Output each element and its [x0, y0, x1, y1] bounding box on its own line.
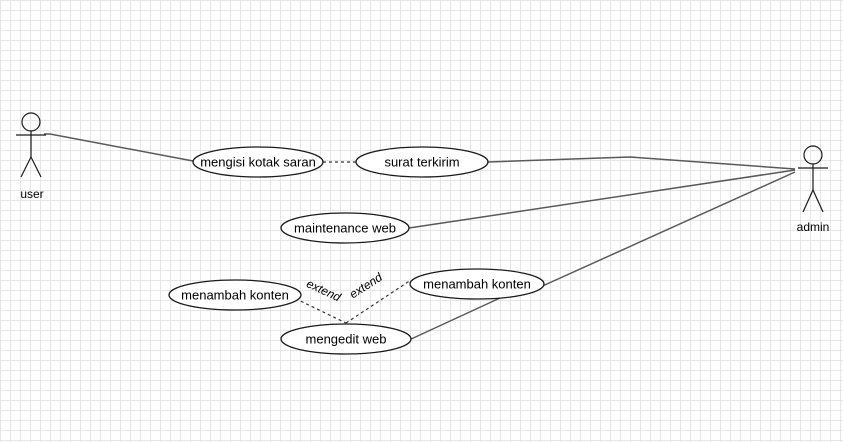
- actor-admin-label: admin: [797, 220, 830, 234]
- extend-line-right: [345, 279, 412, 324]
- actor-user[interactable]: [16, 112, 46, 178]
- usecase-mengedit-web-label: mengedit web: [306, 332, 387, 347]
- usecase-mengisi-kotak-saran[interactable]: mengisi kotak saran: [192, 146, 324, 178]
- association-mengedit-menambah: [408, 297, 501, 341]
- usecase-mengisi-kotak-saran-label: mengisi kotak saran: [200, 155, 316, 170]
- actor-admin-head: [803, 145, 823, 165]
- usecase-menambah-konten-right-label: menambah konten: [423, 277, 531, 292]
- usecase-surat-terkirim[interactable]: surat terkirim: [355, 146, 489, 178]
- extend-label-left: extend: [304, 276, 343, 304]
- association-user-mengisi: [44, 133, 194, 162]
- usecase-maintenance-web[interactable]: maintenance web: [280, 212, 410, 244]
- association-surat-admin: [487, 156, 796, 170]
- usecase-menambah-konten-right[interactable]: menambah konten: [409, 268, 545, 300]
- extend-label-right: extend: [347, 270, 385, 302]
- actor-admin[interactable]: [798, 145, 828, 213]
- usecase-menambah-konten-left-label: menambah konten: [181, 288, 289, 303]
- association-menambah-admin: [526, 171, 796, 294]
- usecase-surat-terkirim-label: surat terkirim: [384, 155, 459, 170]
- usecase-maintenance-web-label: maintenance web: [294, 221, 396, 236]
- association-maintenance-admin: [408, 169, 796, 229]
- usecase-menambah-konten-left[interactable]: menambah konten: [168, 279, 302, 311]
- actor-user-head: [21, 112, 41, 132]
- usecase-mengedit-web[interactable]: mengedit web: [280, 323, 412, 355]
- extend-line-left: [289, 295, 347, 324]
- actor-user-label: user: [20, 187, 43, 201]
